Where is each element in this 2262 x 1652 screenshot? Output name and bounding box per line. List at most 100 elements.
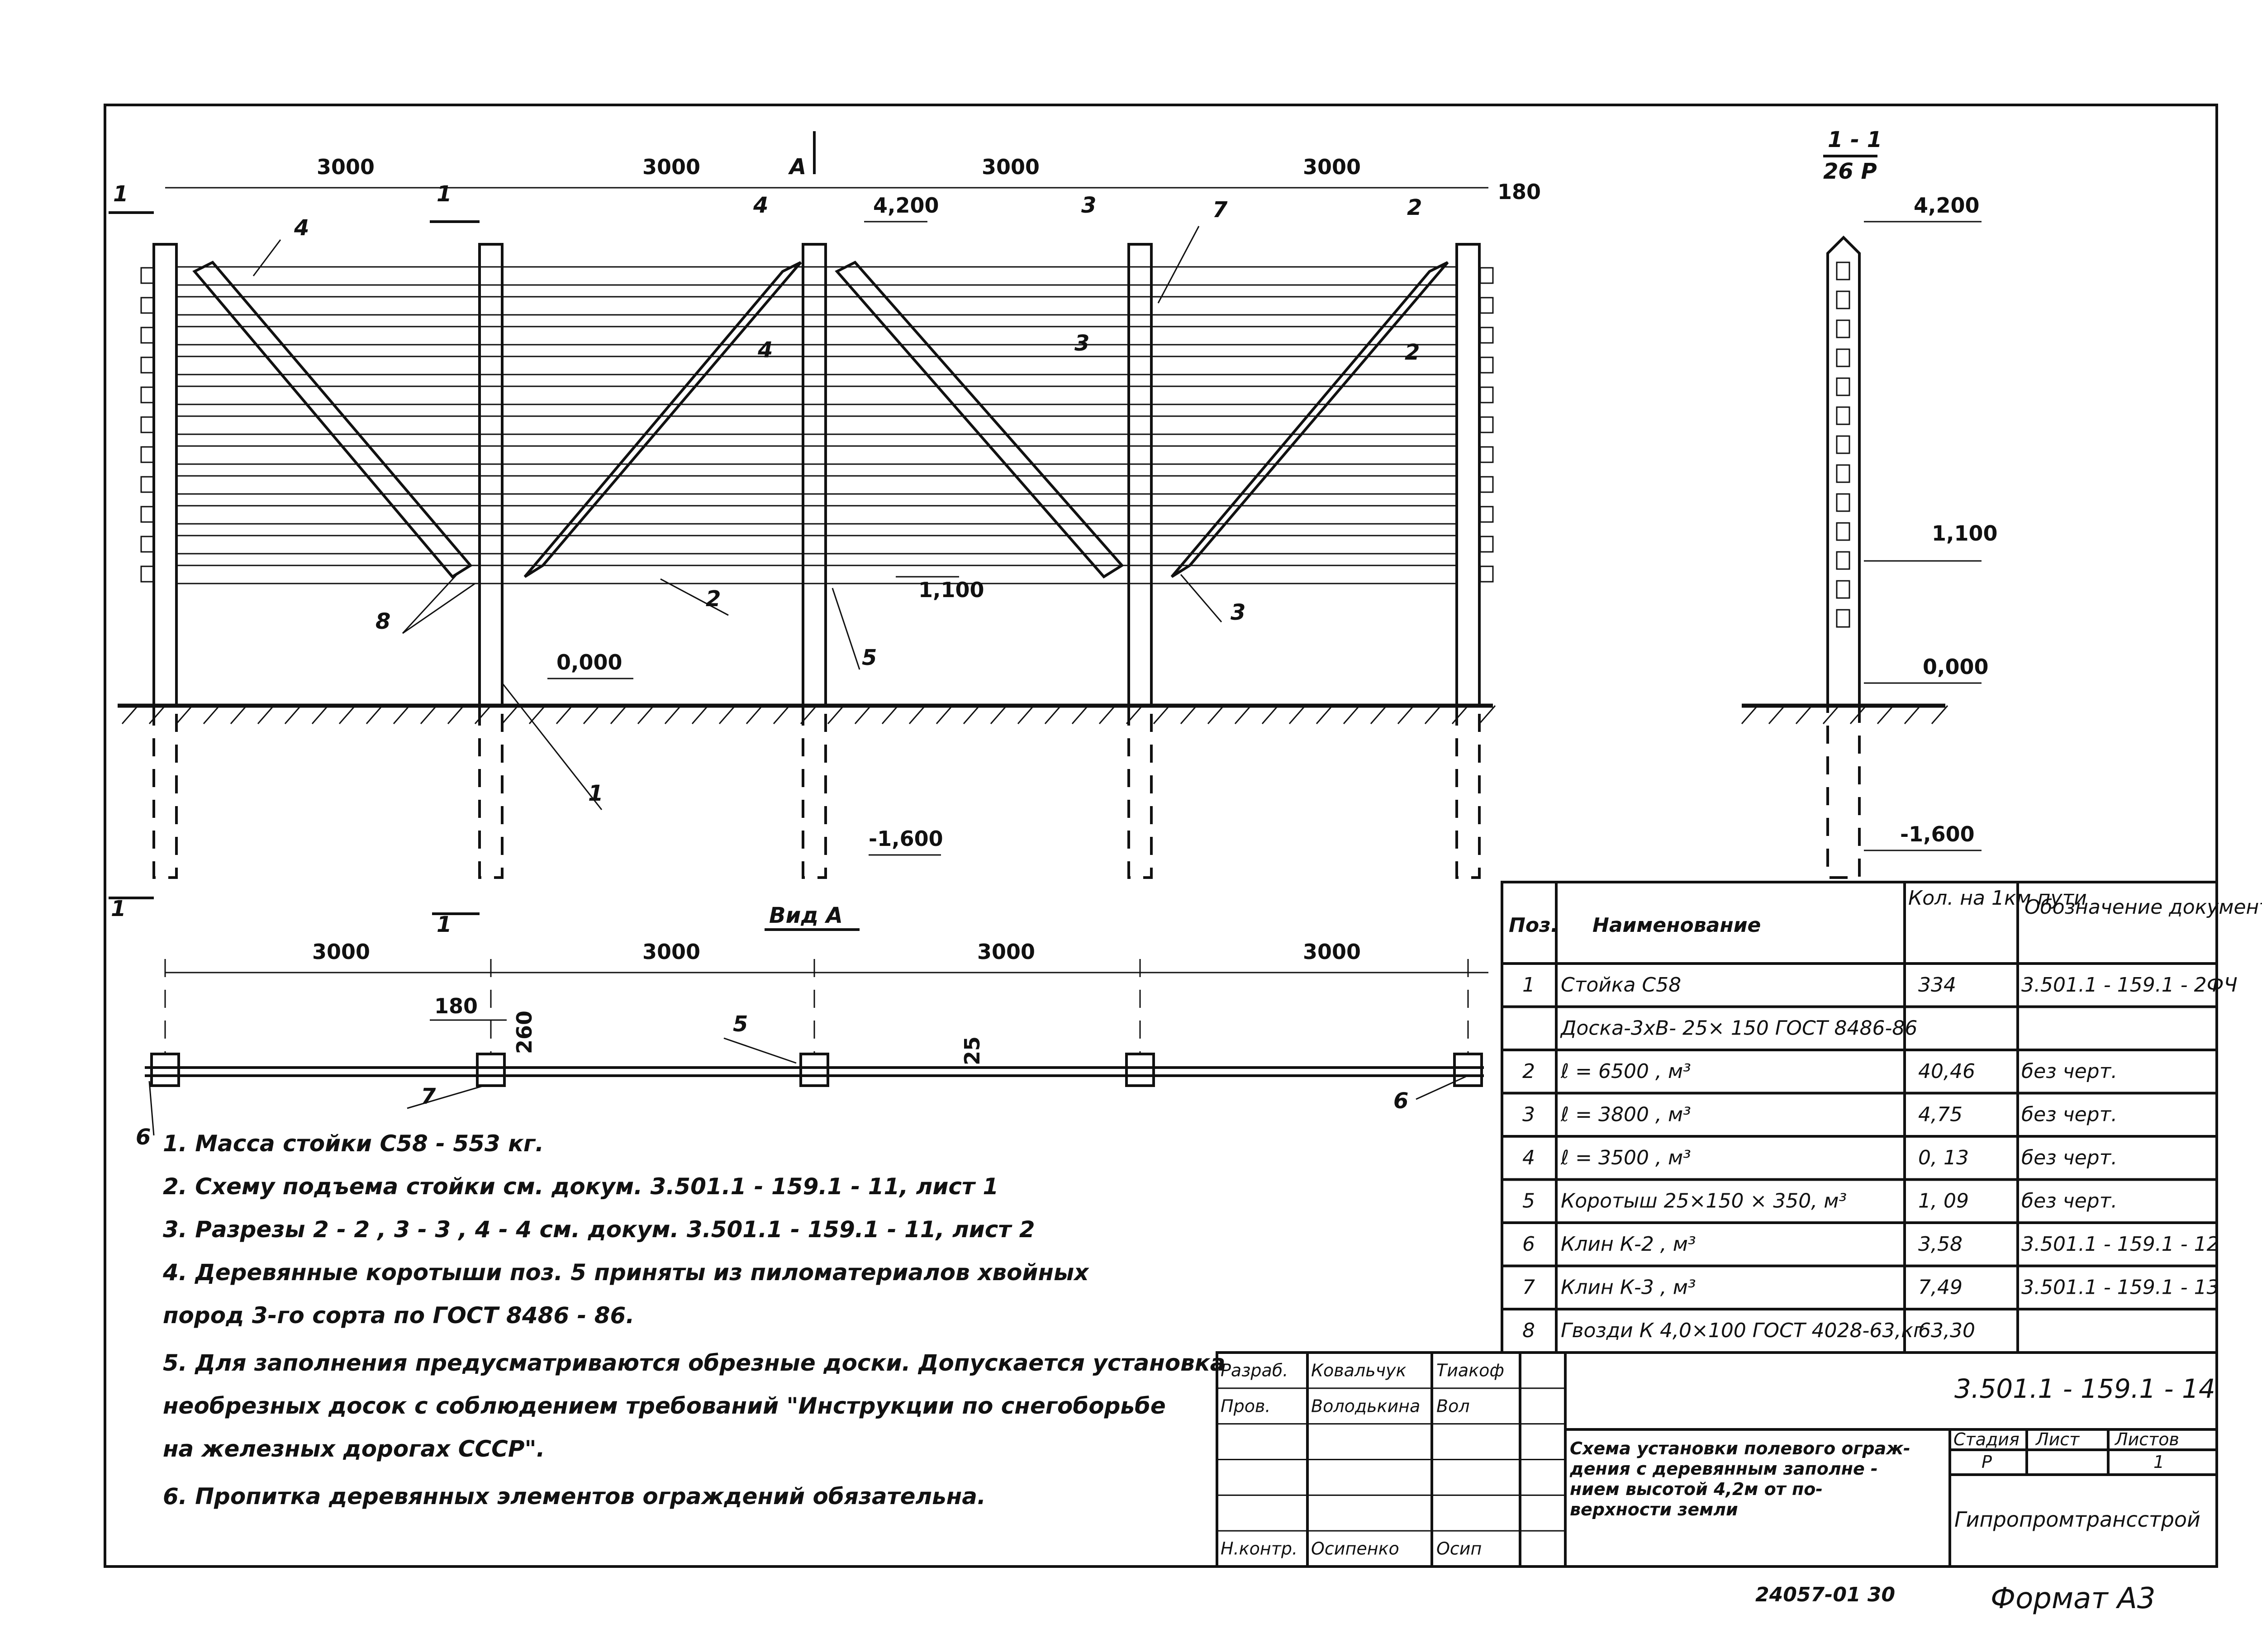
ground-hatching [121,705,1496,724]
hatch [393,705,410,724]
hatch [1904,705,1921,724]
plan-dim-260: 260 [512,1011,537,1054]
end-dim: 180 [1497,180,1541,204]
section-mark-2-top: 2 [1407,195,1422,220]
wedge-right-9 [1479,506,1494,523]
spec-row-name: Стойка С58 [1561,973,1681,997]
section-1-1: 1 - 1 26 Р 4,200 1,100 0,000 -1,600 [1741,127,1998,879]
spec-row-qty: 7,49 [1918,1276,1963,1299]
hatch [420,705,437,724]
span-dim-1: 3000 [317,155,375,179]
hatch [827,705,845,724]
spec-row-qty: 0, 13 [1918,1146,1969,1169]
plan-posts [150,959,1483,1087]
post-4 [1127,243,1153,707]
tb-sign: Вол [1436,1396,1470,1416]
note-5-cont2: на железных дорогах СССР". [163,1436,545,1462]
post-hole [1836,261,1850,280]
spec-row-name: Клин К-2 , м³ [1561,1233,1696,1256]
tb-org: Гипропромтрансстрой [1954,1507,2200,1532]
tb-name: Ковальчук [1311,1360,1407,1380]
section-title: 1 - 1 [1828,127,1882,152]
wedge-right-8 [1479,476,1494,493]
post-hole [1836,377,1850,396]
post-hole [1836,435,1850,454]
note-3: 3. Разрезы 2 - 2 , 3 - 3 , 4 - 4 см. док… [163,1216,1035,1243]
span-dimensions: 3000 3000 3000 3000 180 А [165,131,1541,204]
spec-row-pos: 7 [1522,1276,1535,1299]
diagonal-brace-4 [1170,261,1449,578]
plan-callout-5-leader [723,1037,797,1064]
section-level-ground: 0,000 [1923,655,1989,679]
hatch [338,705,356,724]
board-row-11 [176,565,1458,584]
section-mark-4-top: 4 [753,193,768,218]
plan-callout-6-left: 6 [136,1125,151,1150]
hatch [1795,705,1813,724]
hatch [1343,705,1360,724]
wedge-right-2 [1479,297,1494,314]
tb-role: Н.контр. [1221,1539,1297,1559]
span-dim-4: 3000 [1303,155,1361,179]
spec-row-pos: 5 [1522,1189,1535,1212]
wedge-left-5 [140,386,155,404]
hatch [963,705,980,724]
section-ground-hatching [1741,705,1948,724]
wedge-left-7 [140,446,155,463]
tb-role: Пров. [1221,1396,1270,1416]
tb-name: Володькина [1311,1396,1420,1416]
plan-post-2 [476,1053,506,1087]
tb-desc-4: верхности земли [1570,1500,1738,1519]
section-marks: 1 1 4 4 3 3 2 2 1 1 [109,181,1422,937]
hatch [176,705,193,724]
hatch [1768,705,1786,724]
spec-row-pos: 1 [1522,973,1535,997]
post-hole [1836,609,1850,628]
board-row-4 [176,356,1458,375]
section-mark-3-side: 3 [1074,331,1089,356]
hatch [311,705,329,724]
hatch [691,705,709,724]
hatch [257,705,275,724]
hatch [936,705,953,724]
plan-span-1: 3000 [312,940,370,964]
post-underground-4 [1127,704,1153,879]
hatch [1931,705,1948,724]
drawing-frame [104,104,2218,1568]
plan-dim-180: 180 [434,994,478,1018]
section-level-bottom: -1,600 [1900,822,1975,846]
level-marks: 4,200 1,100 0,000 -1,600 [547,193,984,856]
wedge-right-11 [1479,565,1494,583]
hatch [1849,705,1867,724]
hatch [637,705,655,724]
callout-5: 5 [862,645,877,670]
tb-stage-label: Стадия [1953,1429,2020,1449]
hatch [610,705,627,724]
hatch [1261,705,1279,724]
wedge-right-7 [1479,446,1494,463]
hatch [583,705,600,724]
notes: 1. Масса стойки С58 - 553 кг. 2. Схему п… [162,1130,1226,1510]
post-hole [1836,290,1850,309]
board-row-3 [176,326,1458,346]
hatch [718,705,736,724]
plan-callout-6-right: 6 [1393,1088,1408,1114]
diagonal-brace-2 [523,261,802,578]
spec-row-qty: 63,30 [1918,1319,1975,1342]
hatch [1017,705,1035,724]
hatch [203,705,220,724]
span-dim-2: 3000 [642,155,700,179]
boards [140,266,1494,584]
plan-span-2: 3000 [642,940,700,964]
tb-name: Осипенко [1311,1539,1399,1559]
post-hole [1836,464,1850,483]
wedge-left-11 [140,565,155,583]
section-mark-1b-bottom: 1 [437,912,451,937]
spec-row-pos: 6 [1522,1233,1535,1256]
spec-row-name: ℓ = 3500 , м³ [1560,1146,1691,1169]
plan-post-1 [150,1053,180,1087]
hatch [366,705,383,724]
wedge-right-10 [1479,536,1494,553]
hatch [1822,705,1840,724]
